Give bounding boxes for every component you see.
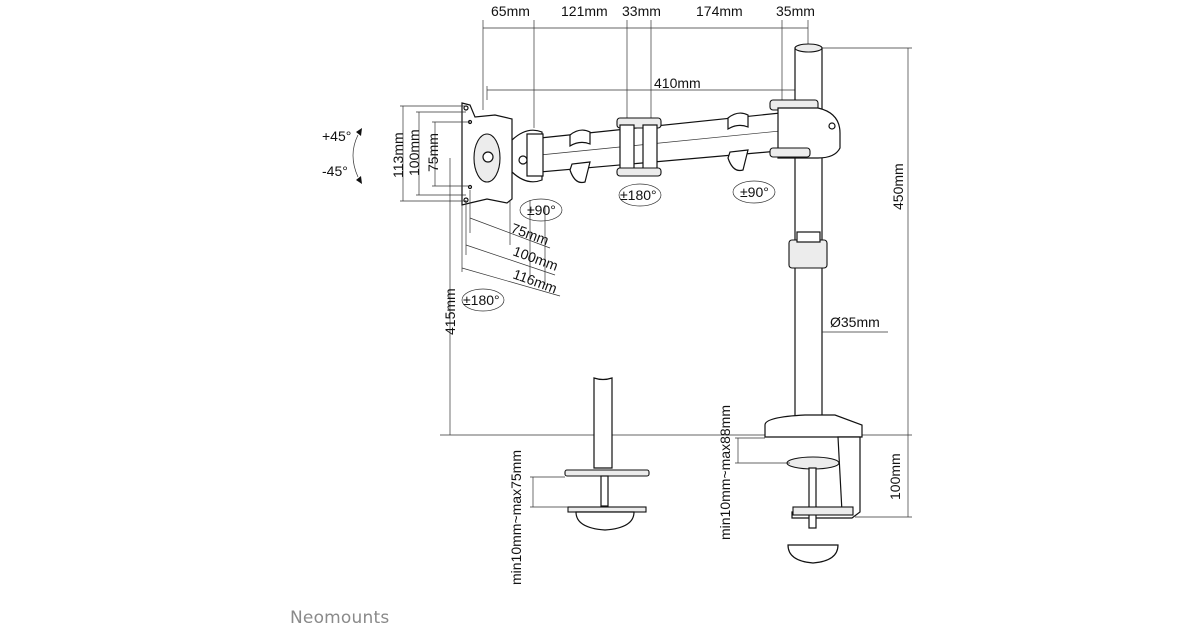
dim-label: 33mm [622, 3, 661, 19]
pole-height-label: 450mm [890, 163, 906, 210]
brand-logo: Neomounts [290, 608, 390, 628]
vesa-horizontal-dims [461, 190, 561, 297]
tilt-down-label: -45° [322, 163, 348, 179]
svg-text:±180°: ±180° [620, 187, 657, 203]
vesa-height-label: 75mm [425, 133, 441, 172]
tilt-arrow-icon [356, 128, 362, 136]
dim-label: 35mm [776, 3, 815, 19]
clamp-height-label: 100mm [887, 453, 903, 500]
svg-text:±90°: ±90° [527, 202, 556, 218]
grommet-range-label: min10mm~max75mm [508, 450, 524, 585]
pole-diameter-label: Ø35mm [830, 314, 880, 330]
arm [511, 99, 841, 184]
top-dimension-lines [482, 20, 809, 128]
dim-label: 65mm [491, 3, 530, 19]
rotation-badge: ±90° [732, 180, 776, 204]
dim-label: 121mm [561, 3, 608, 19]
desk-clamp [764, 414, 863, 564]
height-below-label: 415mm [442, 288, 458, 335]
vesa-plate [461, 102, 513, 206]
tilt-up-label: +45° [322, 128, 351, 144]
rotation-badge: ±180° [461, 288, 505, 312]
svg-text:±180°: ±180° [463, 292, 500, 308]
svg-text:±90°: ±90° [740, 184, 769, 200]
dim-label: 174mm [696, 3, 743, 19]
arm-reach-label: 410mm [654, 75, 701, 91]
vesa-height-label: 113mm [390, 132, 406, 178]
clamp-range-label: min10mm~max88mm [717, 405, 733, 540]
rotation-badge: ±180° [618, 183, 662, 207]
vesa-height-label: 100mm [406, 129, 422, 176]
tilt-arrow-icon [356, 176, 362, 184]
grommet-base [564, 377, 650, 531]
vesa-vertical-dims [400, 105, 470, 202]
rotation-badge: ±90° [519, 198, 563, 222]
